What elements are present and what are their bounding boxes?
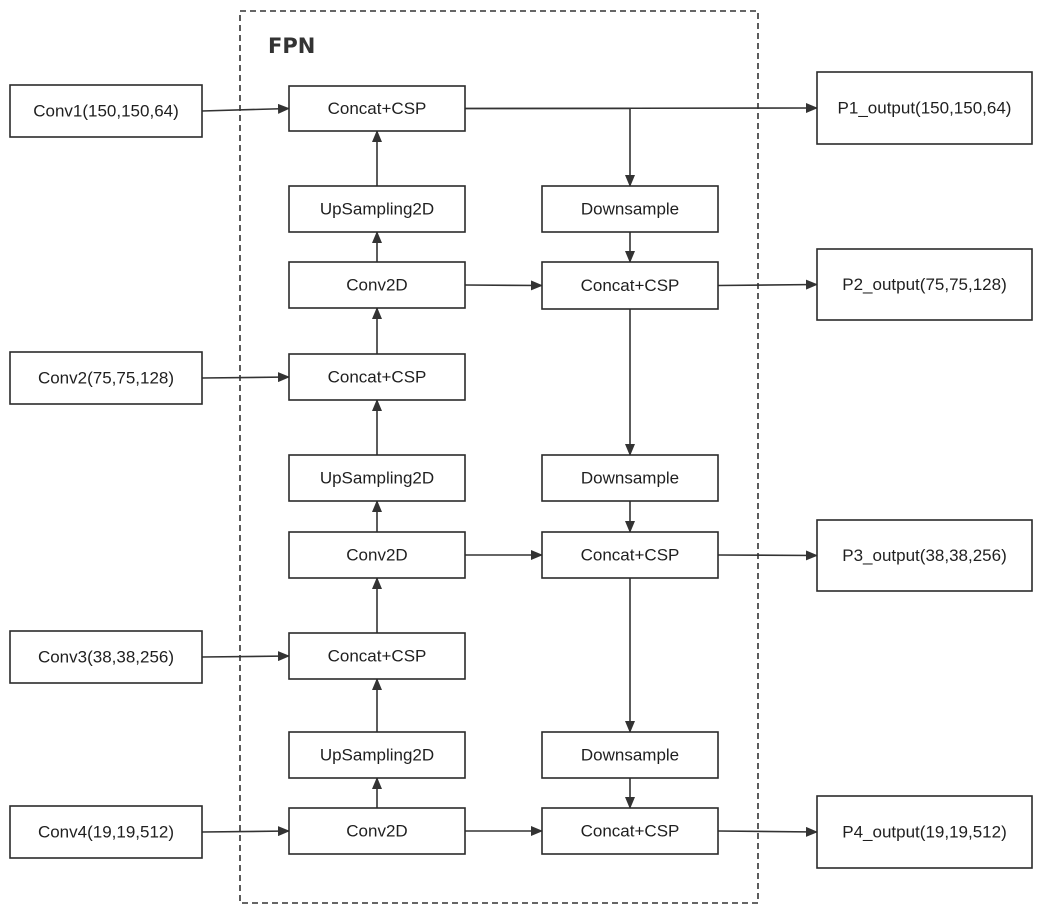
node-conv3: Conv3(38,38,256) xyxy=(9,630,203,684)
node-up-concat-1: Concat+CSP xyxy=(288,85,466,132)
node-label: P4_output(19,19,512) xyxy=(842,823,1006,842)
node-box xyxy=(288,261,466,309)
node-conv1: Conv1(150,150,64) xyxy=(9,84,203,138)
node-box xyxy=(541,261,719,310)
node-label: Conv1(150,150,64) xyxy=(33,102,179,121)
node-downsample-2: Downsample xyxy=(541,454,719,502)
node-label: P2_output(75,75,128) xyxy=(842,275,1006,294)
node-upsampling-3: UpSampling2D xyxy=(288,731,466,779)
node-label: Conv2D xyxy=(346,546,407,565)
node-box xyxy=(541,731,719,779)
node-box xyxy=(288,632,466,680)
node-box xyxy=(288,454,466,502)
node-box xyxy=(816,795,1033,869)
node-upsampling-2: UpSampling2D xyxy=(288,454,466,502)
node-label: Conv2(75,75,128) xyxy=(38,369,174,388)
node-box xyxy=(541,185,719,233)
edge-up-concat-1-to-downsample-1 xyxy=(465,107,635,187)
node-box xyxy=(9,351,203,405)
edge-conv2-to-up-concat-2 xyxy=(201,372,290,383)
node-upsampling-1: UpSampling2D xyxy=(288,185,466,233)
node-label: Conv2D xyxy=(346,276,407,295)
node-box xyxy=(288,807,466,855)
node-downsample-3: Downsample xyxy=(541,731,719,779)
node-p2-output: P2_output(75,75,128) xyxy=(816,248,1033,321)
node-label: Concat+CSP xyxy=(328,647,427,666)
node-box xyxy=(9,84,203,138)
fpn-group-title: FPN xyxy=(268,34,315,58)
node-label: Downsample xyxy=(581,200,679,219)
node-label: Conv2D xyxy=(346,822,407,841)
node-label: UpSampling2D xyxy=(320,200,434,219)
edge-down-concat-1-to-p2-output xyxy=(717,279,818,290)
node-conv4: Conv4(19,19,512) xyxy=(9,805,203,859)
node-up-concat-2: Concat+CSP xyxy=(288,353,466,401)
edge-conv4-to-up-conv2d-3 xyxy=(201,826,290,837)
node-label: Concat+CSP xyxy=(581,822,680,841)
node-down-concat-1: Concat+CSP xyxy=(541,261,719,310)
node-label: Concat+CSP xyxy=(328,99,427,118)
fpn-group-border xyxy=(239,10,759,904)
node-box xyxy=(541,807,719,855)
node-box xyxy=(288,531,466,579)
node-down-concat-3: Concat+CSP xyxy=(541,807,719,855)
nodes-layer: Conv1(150,150,64) Conv2(75,75,128) Conv3(3… xyxy=(9,71,1033,869)
node-box xyxy=(288,85,466,132)
node-box xyxy=(541,454,719,502)
node-up-concat-3: Concat+CSP xyxy=(288,632,466,680)
node-box xyxy=(816,519,1033,592)
node-p4-output: P4_output(19,19,512) xyxy=(816,795,1033,869)
edge-down-concat-2-to-p3-output xyxy=(717,550,818,561)
node-label: UpSampling2D xyxy=(320,746,434,765)
node-up-conv2d-2: Conv2D xyxy=(288,531,466,579)
node-up-conv2d-1: Conv2D xyxy=(288,261,466,309)
node-label: P3_output(38,38,256) xyxy=(842,546,1006,565)
node-p3-output: P3_output(38,38,256) xyxy=(816,519,1033,592)
node-label: Conv3(38,38,256) xyxy=(38,648,174,667)
fpn-group: FPN xyxy=(239,10,759,904)
edge-up-conv2d-1-to-down-concat-1 xyxy=(464,280,543,291)
node-label: Concat+CSP xyxy=(581,546,680,565)
node-down-concat-2: Concat+CSP xyxy=(541,531,719,579)
node-box xyxy=(9,805,203,859)
node-box xyxy=(816,71,1033,145)
node-p1-output: P1_output(150,150,64) xyxy=(816,71,1033,145)
node-label: UpSampling2D xyxy=(320,469,434,488)
node-box xyxy=(816,248,1033,321)
edge-down-concat-3-to-p4-output xyxy=(717,826,818,837)
node-label: P1_output(150,150,64) xyxy=(838,99,1012,118)
node-label: Downsample xyxy=(581,746,679,765)
node-label: Conv4(19,19,512) xyxy=(38,823,174,842)
node-label: Downsample xyxy=(581,469,679,488)
node-label: Concat+CSP xyxy=(581,276,680,295)
node-box xyxy=(541,531,719,579)
node-downsample-1: Downsample xyxy=(541,185,719,233)
edge-conv3-to-up-concat-3 xyxy=(201,651,290,662)
node-box xyxy=(288,731,466,779)
node-box xyxy=(9,630,203,684)
node-conv2: Conv2(75,75,128) xyxy=(9,351,203,405)
node-up-conv2d-3: Conv2D xyxy=(288,807,466,855)
edges-layer xyxy=(201,103,818,837)
node-label: Concat+CSP xyxy=(328,368,427,387)
node-box xyxy=(288,353,466,401)
edge-conv1-to-up-concat-1 xyxy=(201,103,290,114)
node-box xyxy=(288,185,466,233)
